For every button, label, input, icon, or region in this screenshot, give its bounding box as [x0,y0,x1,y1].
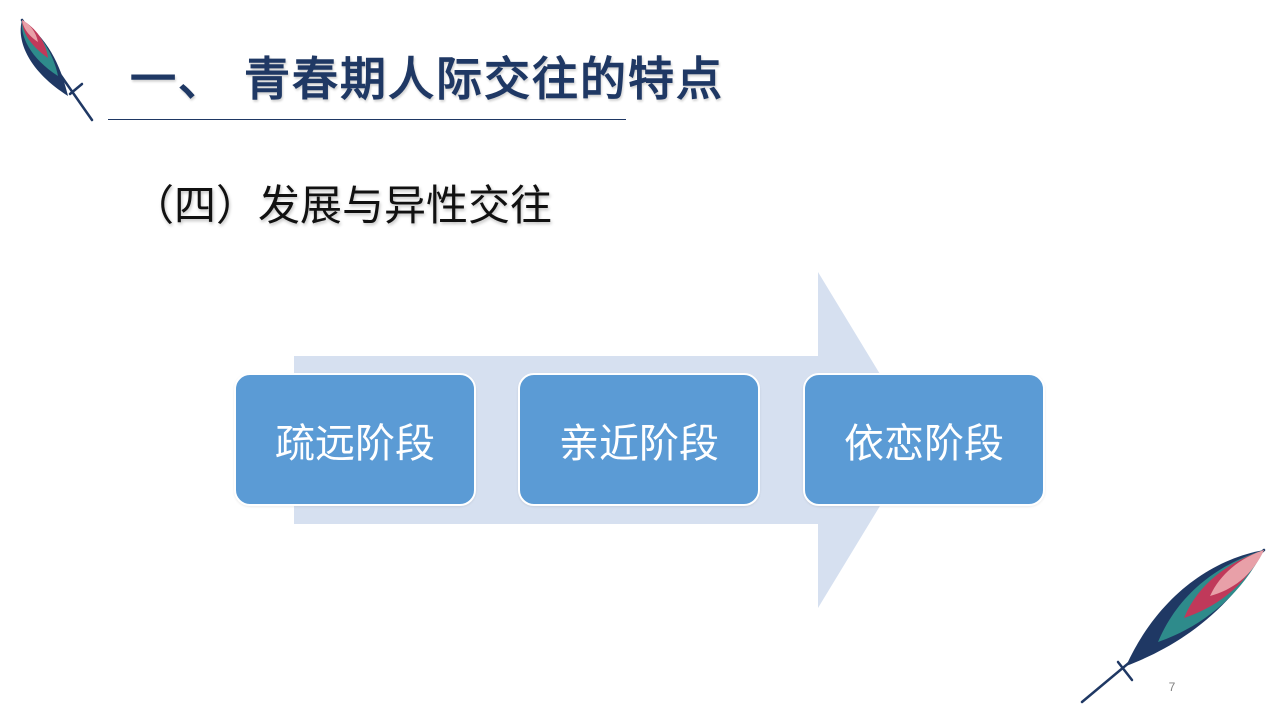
stage-label: 疏远阶段 [275,420,435,467]
stage-box-attached: 依恋阶段 [803,373,1045,506]
stage-label: 依恋阶段 [844,420,1004,467]
stage-label: 亲近阶段 [559,420,719,467]
page-number: 7 [1168,680,1176,694]
feather-icon [20,18,94,122]
title-underline [108,119,626,120]
stage-box-estranged: 疏远阶段 [234,373,476,506]
slide-title: 一、 青春期人际交往的特点 [130,52,725,106]
section-subtitle: （四）发展与异性交往 [132,181,553,230]
stage-box-intimate: 亲近阶段 [518,373,760,506]
feather-icon [1080,548,1266,704]
